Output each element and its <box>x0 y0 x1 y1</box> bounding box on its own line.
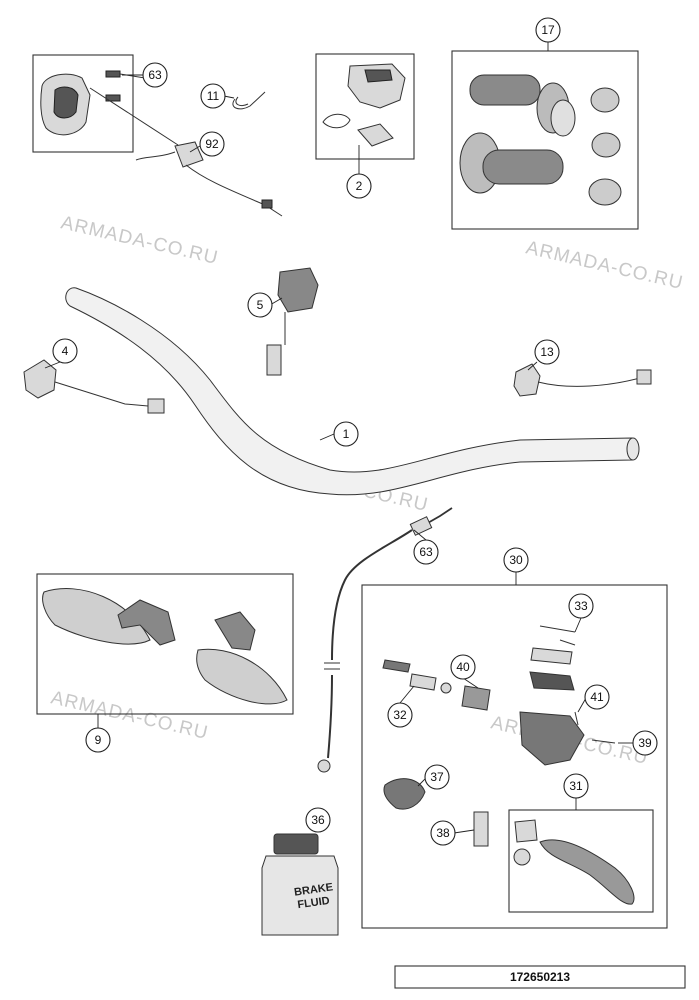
svg-text:2: 2 <box>356 179 363 193</box>
callout-4: 4 <box>52 338 78 364</box>
brake-fluid-bottle: BRAKE FLUID <box>261 833 339 936</box>
callout-33: 33 <box>568 593 594 619</box>
svg-text:39: 39 <box>638 736 652 750</box>
callout-17: 17 <box>535 17 561 43</box>
brake-fluid-label-line1: BRAKE <box>293 881 333 898</box>
callout-1: 1 <box>333 421 359 447</box>
left-switch-assembly <box>40 70 283 217</box>
handguard-set <box>42 588 288 705</box>
svg-text:11: 11 <box>207 89 220 103</box>
svg-text:9: 9 <box>95 733 102 747</box>
map-switch-assembly <box>322 63 406 147</box>
callout-36: 36 <box>305 807 331 833</box>
svg-text:32: 32 <box>393 708 407 722</box>
watermark: ARMADA-CO.RU <box>524 237 685 294</box>
frame-switch-13 <box>32 54 134 153</box>
document-number-box: 172650213 <box>394 965 686 989</box>
svg-text:33: 33 <box>574 599 588 613</box>
svg-text:1: 1 <box>343 427 350 441</box>
frame-switch-2 <box>315 53 415 160</box>
callout-5: 5 <box>247 292 273 318</box>
brake-line <box>317 507 453 773</box>
svg-text:92: 92 <box>205 137 219 151</box>
callout-32: 32 <box>387 702 413 728</box>
document-number: 172650213 <box>510 970 570 984</box>
brake-fluid-label-line2: FLUID <box>297 895 331 911</box>
callout-31: 31 <box>563 773 589 799</box>
start-switch <box>266 267 319 376</box>
callout-13: 63 <box>142 62 168 88</box>
svg-text:38: 38 <box>436 826 450 840</box>
frame-handguards-9 <box>36 573 294 715</box>
callout-39: 39 <box>632 730 658 756</box>
leader-lines <box>44 42 633 834</box>
handlebar <box>65 287 640 496</box>
brake-master-cylinder <box>382 625 635 905</box>
grips-set <box>459 74 622 206</box>
svg-text:30: 30 <box>509 553 523 567</box>
frame-brake-cylinder-30 <box>361 584 668 929</box>
svg-text:31: 31 <box>569 779 583 793</box>
callout-30: 30 <box>503 547 529 573</box>
frame-grips-17 <box>451 50 639 230</box>
callout-2: 2 <box>346 173 372 199</box>
callout-40: 40 <box>450 654 476 680</box>
svg-text:13: 13 <box>540 345 554 359</box>
callout-9: 9 <box>85 727 111 753</box>
svg-text:37: 37 <box>430 770 444 784</box>
watermark: ARMADA-CO.RU <box>59 212 220 269</box>
frame-brake-lever-31 <box>508 809 654 913</box>
svg-text:40: 40 <box>456 660 470 674</box>
svg-text:4: 4 <box>62 344 69 358</box>
callout-41: 41 <box>584 684 610 710</box>
svg-text:17: 17 <box>541 23 555 37</box>
callout-11: 13 <box>534 339 560 365</box>
callout-37: 37 <box>424 764 450 790</box>
cable-tie <box>232 91 266 110</box>
right-handlebar-switch <box>513 363 652 397</box>
callout-markers: 63 11 92 2 17 5 4 13 1 63 30 9 33 40 32 … <box>52 17 658 846</box>
svg-text:41: 41 <box>590 690 604 704</box>
left-handlebar-switch <box>23 359 165 414</box>
svg-text:36: 36 <box>311 813 325 827</box>
callout-18: 11 <box>200 83 226 109</box>
svg-text:5: 5 <box>257 298 264 312</box>
callout-92: 92 <box>199 131 225 157</box>
watermark: ARMADA-CO.RU <box>49 687 210 744</box>
callout-38: 38 <box>430 820 456 846</box>
svg-text:63: 63 <box>148 68 162 82</box>
callout-63: 63 <box>413 539 439 565</box>
svg-text:63: 63 <box>419 545 433 559</box>
